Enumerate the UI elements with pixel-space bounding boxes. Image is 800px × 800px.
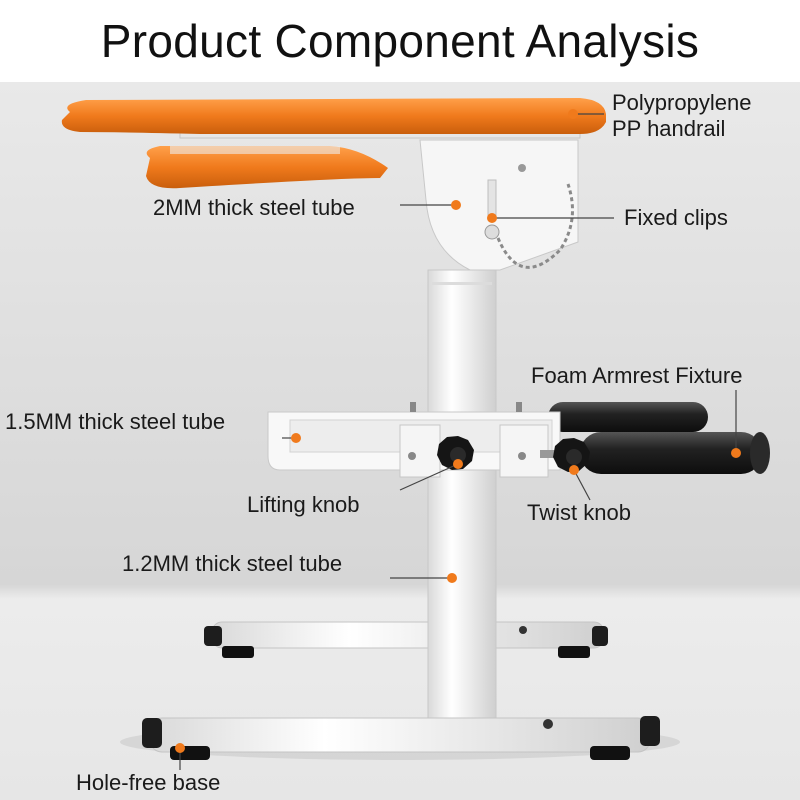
foam-armrest-fixture (548, 402, 770, 474)
title-bar: Product Component Analysis (0, 0, 800, 82)
lifting-knob (437, 436, 474, 470)
twist-knob (540, 438, 590, 472)
lower-handrail (146, 146, 388, 189)
label-foam-armrest: Foam Armrest Fixture (531, 363, 743, 388)
label-fixed-clips: Fixed clips (624, 205, 728, 230)
label-twist-knob: Twist knob (527, 500, 631, 525)
upper-handrail (61, 98, 607, 139)
label-base: Hole-free base (76, 770, 221, 795)
leader-lines (179, 113, 737, 770)
callout-dots (175, 109, 741, 753)
label-handrail-name: PP handrail (612, 116, 726, 141)
armrest-support-frame (267, 402, 561, 478)
label-lifting-knob: Lifting knob (247, 492, 360, 517)
label-handrail-material: Polypropylene (612, 90, 752, 115)
front-base (142, 716, 660, 760)
page-title: Product Component Analysis (100, 15, 700, 67)
main-column (427, 269, 497, 723)
fixed-clips-chain (496, 183, 574, 269)
label-15mm-tube: 1.5MM thick steel tube (5, 409, 226, 434)
back-base (204, 621, 608, 658)
label-2mm-tube: 2MM thick steel tube (153, 195, 355, 220)
label-12mm-tube: 1.2MM thick steel tube (122, 551, 343, 576)
product-illustration (0, 82, 800, 800)
head-bracket (419, 139, 579, 271)
